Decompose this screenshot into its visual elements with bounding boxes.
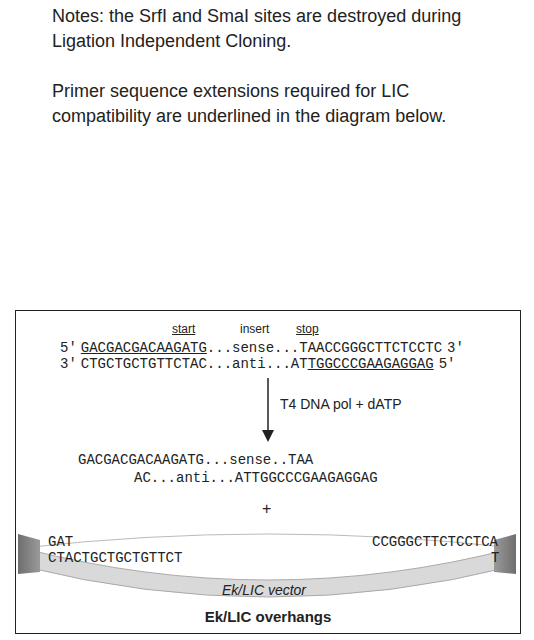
vector-band xyxy=(22,548,514,597)
enzyme-label: T4 DNA pol + dATP xyxy=(280,396,402,412)
plus-sign: + xyxy=(262,500,271,518)
sequence-strand: AC...anti...ATTGGCCCGAAGAGGAG xyxy=(134,470,378,486)
note-text: Primer sequence extensions required for … xyxy=(52,79,462,129)
process-arrow xyxy=(267,378,269,432)
position-label: insert xyxy=(240,322,269,336)
sequence-part: CTGCTGCTGTTCTAC...anti...AT xyxy=(81,356,308,372)
note-text: Notes: the SrfI and SmaI sites are destr… xyxy=(52,4,462,54)
sequence-part: ...sense...TAACCGGGCTTCTCCTC xyxy=(207,340,442,356)
vector-overhang: GAT xyxy=(48,534,73,550)
sequence-part: TGGCCCGAAGAGGAG xyxy=(308,356,434,372)
sequence-part: 3' xyxy=(447,340,464,356)
position-label: start xyxy=(172,322,195,336)
sequence-line: 3'CTGCTGCTGTTCTAC...anti...ATTGGCCCGAAGA… xyxy=(60,356,456,372)
sequence-strand: GACGACGACAAGATG...sense..TAA xyxy=(78,452,313,468)
sequence-part: 3' xyxy=(60,356,77,372)
position-label: stop xyxy=(296,322,319,336)
sequence-part: GACGACGACAAGATG xyxy=(81,340,207,356)
vector-overhang: CTACTGCTGCTGTTCT xyxy=(48,550,182,566)
sequence-line: 5'GACGACGACAAGATG...sense...TAACCGGGCTTC… xyxy=(60,340,464,356)
vector-name: Ek/LIC vector xyxy=(222,582,306,598)
figure-title: Ek/LIC overhangs xyxy=(16,608,520,625)
vector-end-cap xyxy=(18,534,40,574)
sequence-part: 5' xyxy=(439,356,456,372)
vector-overhang: T xyxy=(491,550,499,566)
arrow-head xyxy=(262,430,274,442)
sequence-part: 5' xyxy=(60,340,77,356)
vector-overhang: CCGGGCTTCTCCTCA xyxy=(372,534,498,550)
